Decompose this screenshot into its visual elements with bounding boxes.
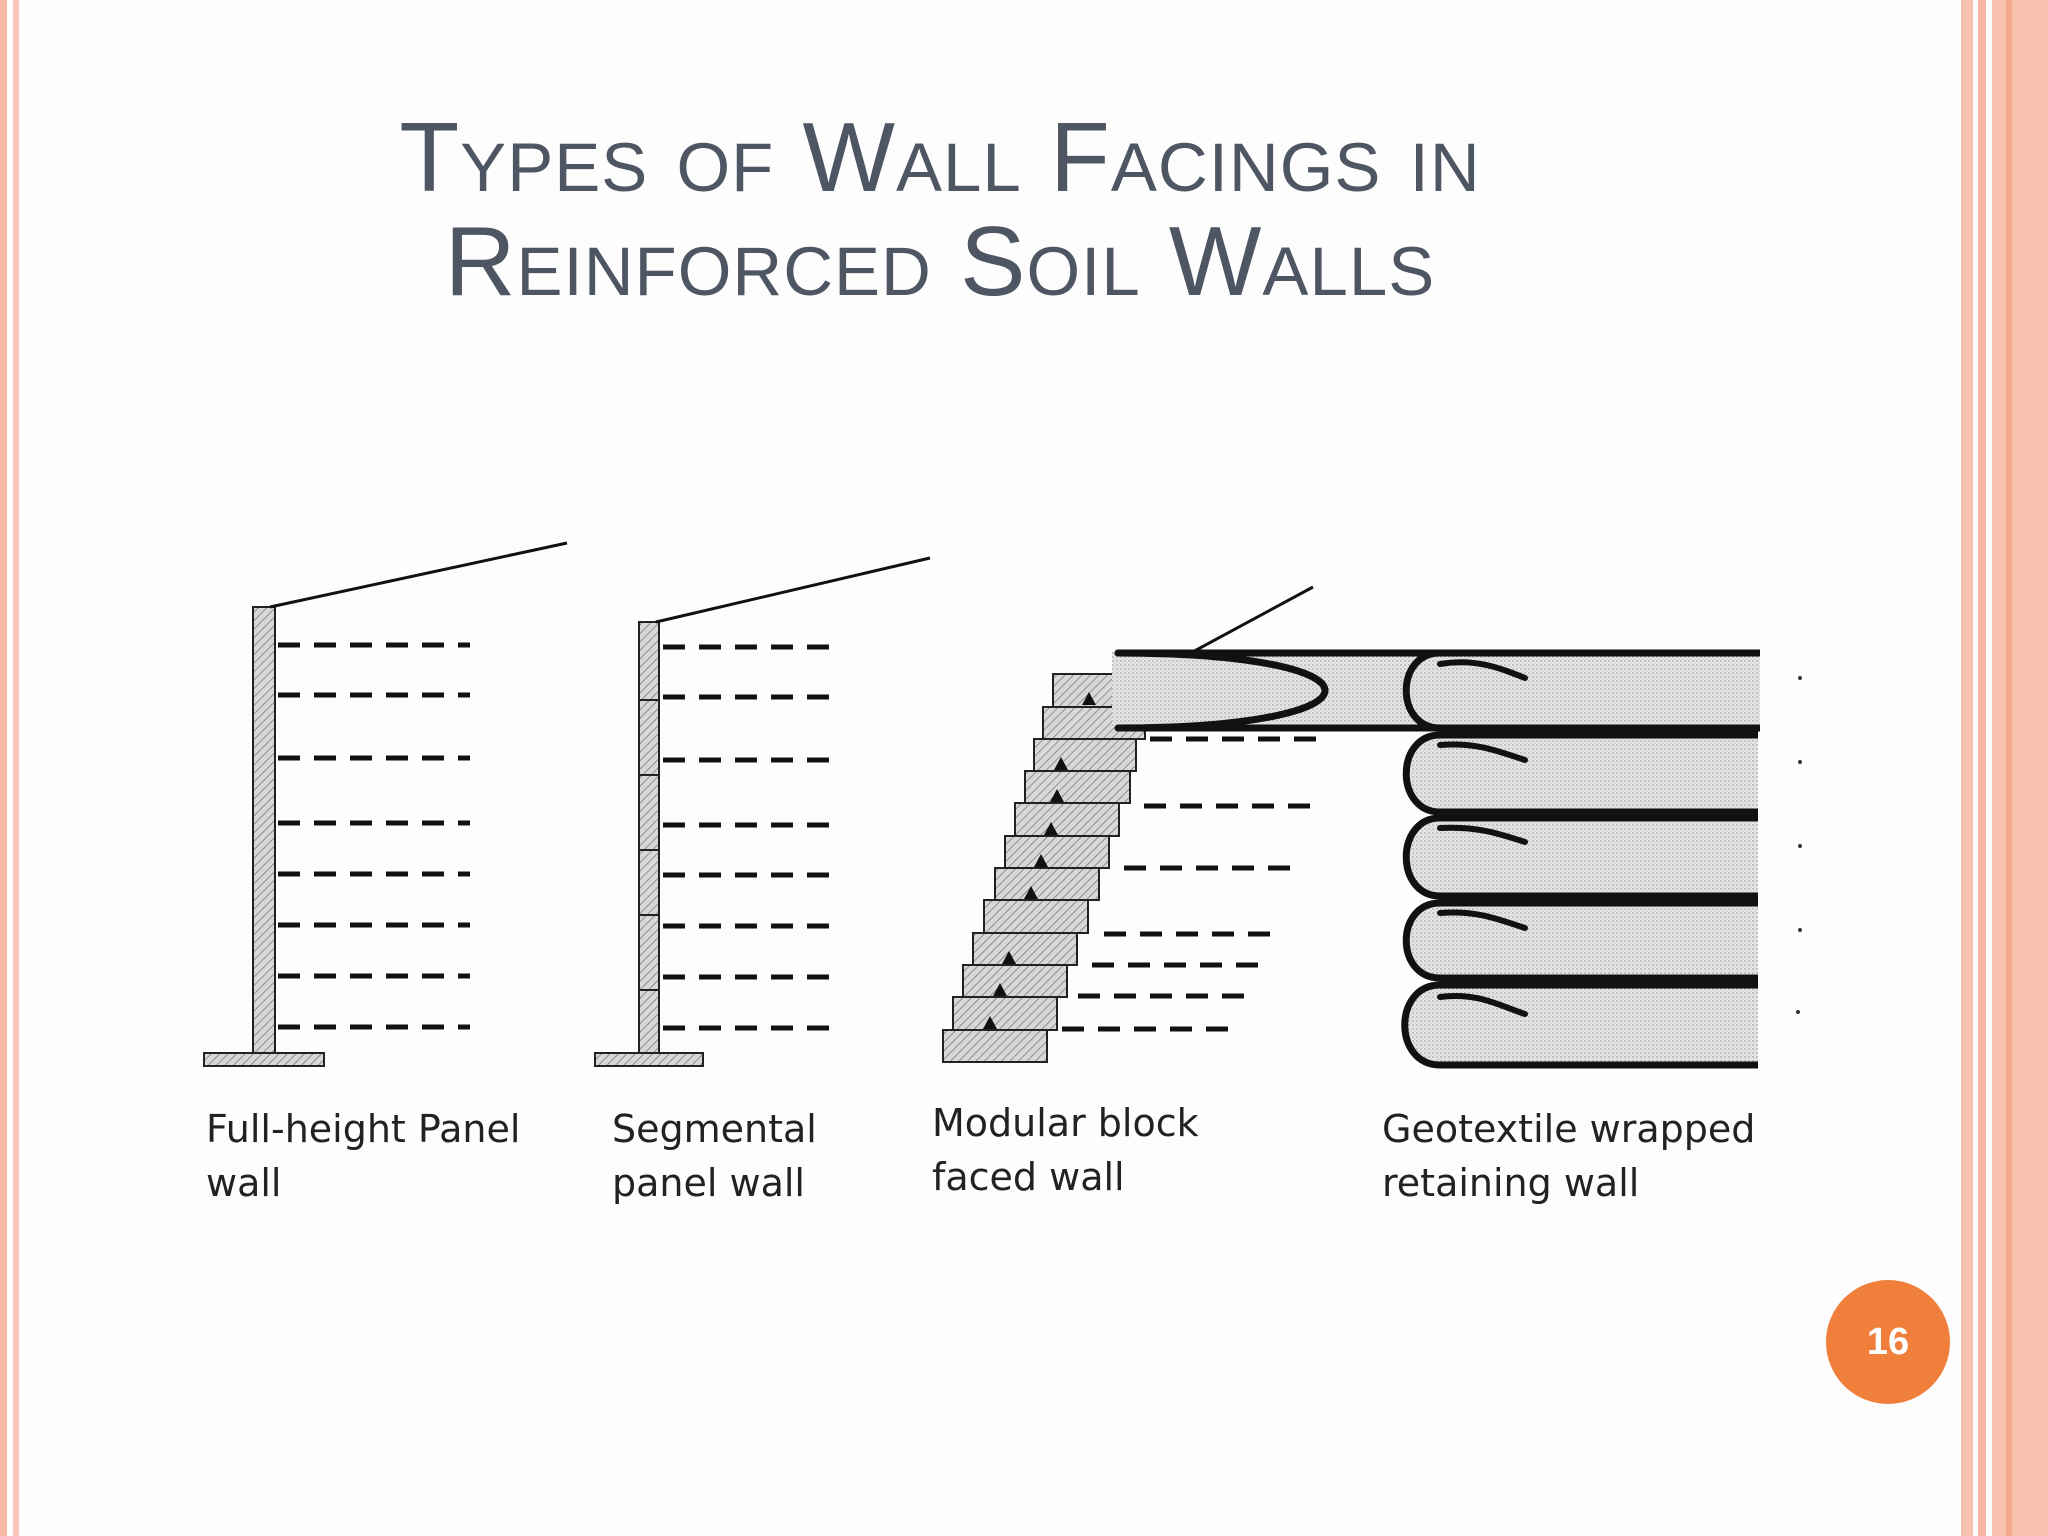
caption-line: retaining wall xyxy=(1382,1161,1640,1205)
slide-number-badge: 16 xyxy=(1826,1280,1950,1404)
slide-title: Types of Wall Facings in Reinforced Soil… xyxy=(399,102,1481,316)
right-border-stripe xyxy=(2006,0,2012,1536)
caption-line: Modular block xyxy=(932,1101,1199,1145)
caption-line: Full-height Panel xyxy=(206,1107,521,1151)
wall-caption: Modular block faced wall xyxy=(932,1096,1199,1204)
full-height-panel-wall xyxy=(203,541,568,1067)
left-border-stripe xyxy=(0,0,7,1536)
caption-line: faced wall xyxy=(932,1155,1125,1199)
wall-caption: Geotextile wrapped retaining wall xyxy=(1382,1102,1755,1210)
right-border-stripe xyxy=(1978,0,1986,1536)
caption-line: Geotextile wrapped xyxy=(1382,1107,1756,1151)
caption-line: wall xyxy=(206,1161,282,1205)
wall-caption: Segmental panel wall xyxy=(612,1102,817,1210)
caption-line: panel wall xyxy=(612,1161,805,1205)
geotextile-wrapped-wall xyxy=(1401,649,1802,1069)
left-border-stripe xyxy=(13,0,19,1536)
wall-caption: Full-height Panel wall xyxy=(206,1102,520,1210)
caption-line: Segmental xyxy=(612,1107,817,1151)
segmental-panel-wall xyxy=(594,556,931,1067)
right-border-band xyxy=(1992,0,2048,1536)
right-border-stripe xyxy=(1961,0,1973,1536)
